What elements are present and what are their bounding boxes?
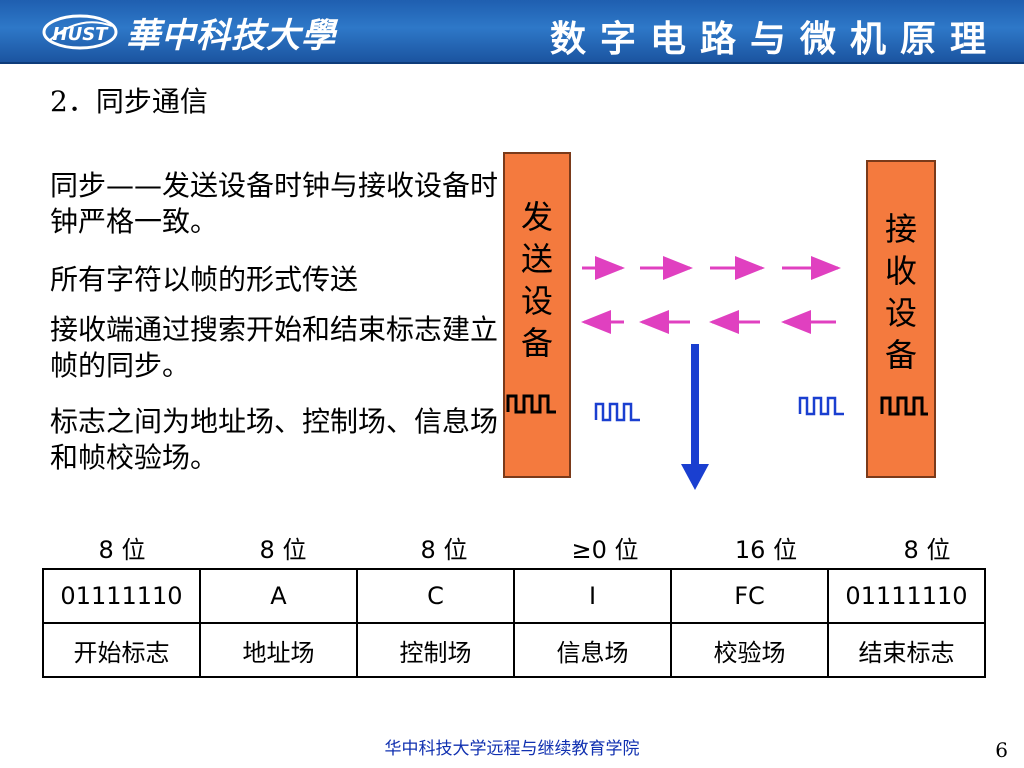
field-name-fcs: 校验场 (670, 622, 829, 678)
clock-waveform-icon (506, 394, 556, 414)
sender-device-label: 发送设备 (503, 196, 571, 364)
frame-width-fcs: 16 位 (734, 536, 798, 564)
field-value-start: 01111110 (42, 568, 201, 624)
sender-label-text: 发送设备 (520, 198, 553, 362)
clock-waveform-icon (594, 402, 640, 422)
field-value-end: 01111110 (827, 568, 986, 624)
footer-institution: 华中科技大学远程与继续教育学院 (384, 739, 640, 759)
field-value-address: A (199, 568, 358, 624)
receiver-device-box (866, 160, 936, 478)
frame-width-control: 8 位 (420, 536, 468, 564)
course-title: 数字电路与微机原理 (549, 19, 1000, 60)
field-name-end: 结束标志 (827, 622, 986, 678)
sender-device-box (503, 152, 571, 478)
paragraph-frame-transfer: 所有字符以帧的形式传送 (50, 263, 359, 296)
hust-logo-icon: HUST (42, 14, 118, 50)
receiver-device-label: 接收设备 (866, 208, 936, 376)
header-banner: HUST 華中科技大學 数字电路与微机原理 (0, 0, 1024, 64)
receiver-label-text: 接收设备 (884, 210, 917, 374)
paragraph-frame-sync: 接收端通过搜索开始和结束标志建立帧的同步。 (50, 313, 499, 382)
frame-width-address: 8 位 (259, 536, 307, 564)
frame-format-table: 01111110 A C I FC 01111110 开始标志 地址场 控制场 … (42, 568, 986, 678)
field-name-address: 地址场 (199, 622, 358, 678)
page-number: 6 (995, 738, 1008, 762)
paragraph-fields: 标志之间为地址场、控制场、信息场和帧校验场。 (50, 405, 499, 474)
table-row: 开始标志 地址场 控制场 信息场 校验场 结束标志 (42, 622, 986, 678)
field-value-info: I (513, 568, 672, 624)
field-value-control: C (356, 568, 515, 624)
paragraph-sync-definition: 同步——发送设备时钟与接收设备时钟严格一致。 (50, 169, 499, 238)
field-name-start: 开始标志 (42, 622, 201, 678)
field-value-fcs: FC (670, 568, 829, 624)
table-row: 01111110 A C I FC 01111110 (42, 568, 986, 624)
field-name-control: 控制场 (356, 622, 515, 678)
frame-width-start: 8 位 (98, 536, 146, 564)
frame-width-end: 8 位 (903, 536, 951, 564)
clock-waveform-icon (798, 396, 844, 416)
university-name: 華中科技大學 (126, 16, 336, 56)
frame-width-info: ≥0 位 (571, 536, 639, 564)
field-name-info: 信息场 (513, 622, 672, 678)
clock-waveform-icon (880, 396, 928, 416)
section-title: 2．同步通信 (50, 85, 208, 118)
logo-text: HUST (53, 24, 110, 45)
down-arrow-icon (681, 344, 709, 490)
